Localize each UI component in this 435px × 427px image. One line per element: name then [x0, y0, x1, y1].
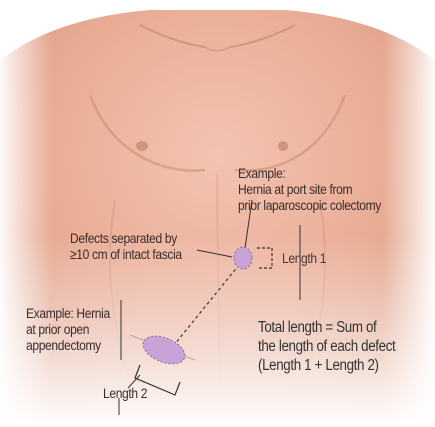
example-appendectomy-label: Example: Hernia at prior open appendecto…: [26, 305, 110, 353]
example-port-site-label: Example: Hernia at port site from prior …: [238, 165, 381, 213]
total-length-label: Total length = Sum of the length of each…: [258, 318, 395, 375]
length2-label: Length 2: [103, 385, 147, 401]
defects-separated-label: Defects separated by ≥10 cm of intact fa…: [70, 230, 182, 262]
length1-label: Length 1: [282, 250, 326, 266]
hernia-defect-1: [234, 247, 252, 269]
